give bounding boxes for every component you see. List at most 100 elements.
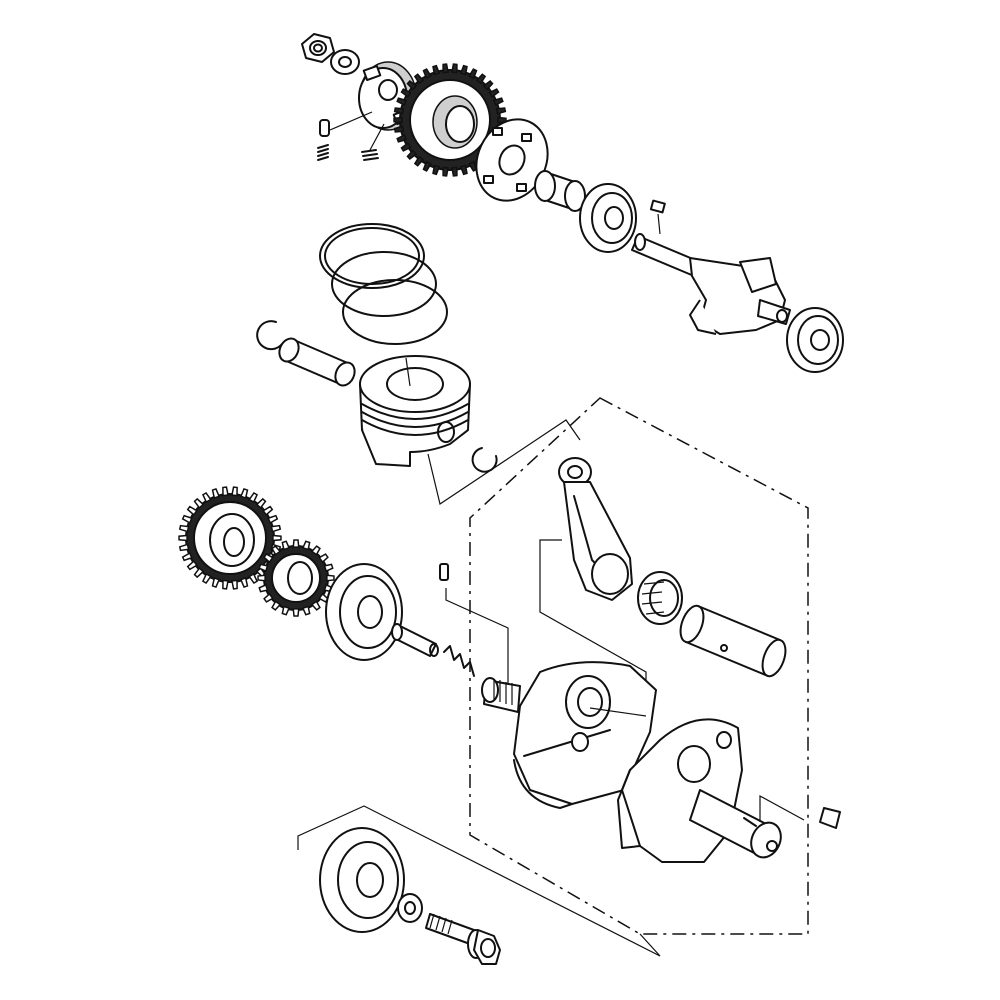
gear-tooth bbox=[271, 600, 282, 611]
gear-tooth bbox=[258, 563, 269, 573]
gear-tooth bbox=[270, 524, 282, 533]
leader-piston-conrod bbox=[427, 419, 581, 505]
gear-tooth bbox=[326, 574, 335, 582]
gear-tooth bbox=[281, 605, 291, 616]
gear-tooth bbox=[211, 577, 221, 588]
gear-tooth bbox=[310, 545, 321, 556]
piston-pin bbox=[278, 337, 356, 387]
washer bbox=[397, 893, 423, 923]
gear-tooth bbox=[178, 534, 188, 542]
gear-tooth bbox=[231, 486, 238, 497]
woodruff-key bbox=[819, 807, 841, 829]
assembly-group-outline bbox=[469, 397, 809, 935]
gear-tooth bbox=[301, 540, 311, 551]
gear-tooth bbox=[231, 579, 238, 590]
gear-tooth bbox=[396, 97, 408, 107]
spring-small-left bbox=[317, 144, 329, 161]
lock-washer bbox=[330, 49, 360, 75]
gear-tooth bbox=[413, 155, 425, 167]
leader-bottom bbox=[297, 805, 661, 957]
crankshaft-left-half bbox=[481, 661, 657, 809]
gear-tooth bbox=[468, 68, 478, 80]
gear-tooth bbox=[239, 488, 249, 499]
gear-tooth bbox=[292, 539, 300, 548]
balancer-shaft bbox=[631, 233, 791, 335]
balancer-drive-gear bbox=[393, 63, 507, 177]
gear-tooth bbox=[222, 486, 229, 497]
key bbox=[649, 199, 666, 214]
gear-tooth bbox=[201, 572, 212, 585]
connecting-rod bbox=[558, 457, 633, 601]
balancer-drive-gear-small bbox=[257, 539, 335, 617]
primary-drive-gear bbox=[178, 486, 282, 590]
gear-tooth bbox=[186, 505, 198, 516]
gear-tooth bbox=[393, 116, 403, 124]
pin bbox=[319, 119, 330, 137]
gear-tooth bbox=[323, 563, 334, 573]
gear-tooth bbox=[267, 514, 279, 524]
gear-tooth bbox=[257, 574, 266, 582]
gear-tooth bbox=[406, 149, 418, 161]
spacer-collar bbox=[534, 170, 586, 212]
gear-tooth bbox=[222, 579, 229, 590]
gear-tooth bbox=[181, 514, 193, 524]
gear-tooth bbox=[201, 491, 212, 504]
gear-tooth bbox=[396, 133, 408, 143]
gear-tooth bbox=[422, 68, 432, 80]
gear-tooth bbox=[400, 142, 412, 152]
gear-tooth bbox=[393, 125, 405, 133]
gear-tooth bbox=[178, 543, 190, 552]
gear-tooth bbox=[318, 553, 329, 564]
gear-tooth bbox=[406, 79, 418, 91]
gear-tooth bbox=[255, 497, 267, 509]
gear-tooth bbox=[451, 63, 458, 74]
crank-pin bbox=[679, 604, 787, 678]
balancer-bearing-top bbox=[579, 183, 637, 253]
gear-tooth bbox=[271, 545, 282, 556]
gear-tooth bbox=[475, 73, 487, 85]
spring bbox=[443, 645, 475, 677]
gear-teeth bbox=[393, 63, 507, 177]
gear-tooth bbox=[482, 79, 494, 91]
gear-tooth bbox=[488, 88, 500, 98]
nut bbox=[301, 33, 335, 63]
needle-bearing bbox=[637, 571, 683, 625]
gear-tooth bbox=[301, 605, 311, 616]
gear-tooth bbox=[186, 560, 198, 571]
gear-tooth bbox=[262, 505, 274, 516]
gear-tooth bbox=[492, 97, 504, 107]
gear-tooth bbox=[272, 534, 282, 542]
gear-tooth bbox=[432, 64, 441, 76]
gear-tooth bbox=[459, 64, 468, 76]
gear-tooth bbox=[263, 592, 274, 603]
gear-tooth bbox=[432, 164, 441, 176]
circlip-right bbox=[471, 447, 498, 473]
gear-teeth-small bbox=[257, 539, 335, 617]
piston-rings bbox=[319, 223, 448, 345]
gear-tooth bbox=[181, 552, 193, 562]
gear-tooth bbox=[281, 540, 291, 551]
gear-tooth bbox=[193, 567, 205, 579]
gear-tooth bbox=[422, 160, 432, 172]
gear-tooth bbox=[400, 88, 412, 98]
bolt bbox=[425, 913, 501, 965]
gear-tooth bbox=[193, 497, 205, 509]
drive-plate bbox=[475, 118, 549, 202]
gear-tooth bbox=[442, 63, 449, 74]
crank-bearing-right bbox=[319, 827, 405, 933]
leader-conrod bbox=[539, 539, 647, 684]
spring-small-right bbox=[361, 149, 379, 161]
gear-tooth bbox=[451, 166, 458, 177]
dowel-pin bbox=[439, 563, 449, 581]
plunger-pin bbox=[391, 623, 439, 657]
gear-tooth bbox=[413, 73, 425, 85]
gear-tooth bbox=[393, 107, 405, 115]
piston bbox=[359, 355, 471, 467]
circlip-left bbox=[256, 320, 283, 351]
gear-tooth bbox=[239, 577, 249, 588]
gear-tooth bbox=[248, 491, 259, 504]
gear-tooth bbox=[292, 608, 300, 617]
crankshaft-right-half bbox=[617, 718, 782, 863]
gear-tooth bbox=[248, 572, 259, 585]
